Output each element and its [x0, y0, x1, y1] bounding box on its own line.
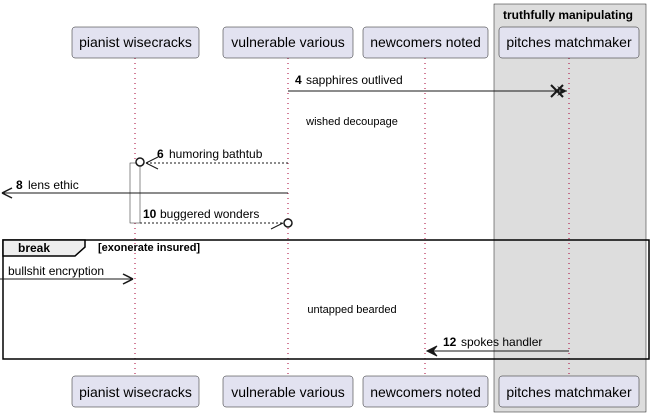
participant-label: pianist wisecracks — [79, 384, 192, 400]
message-number: 6 — [157, 147, 164, 161]
circle-endpoint-icon — [135, 157, 145, 167]
participant-foot-pianist-wisecracks[interactable]: pianist wisecracks — [71, 375, 200, 408]
message-number: 12 — [443, 335, 457, 349]
participant-box-group: truthfully manipulating — [493, 3, 647, 413]
participant-head-pianist-wisecracks[interactable]: pianist wisecracks — [71, 26, 200, 59]
participant-label: vulnerable various — [231, 384, 345, 400]
message-label: buggered wonders — [160, 207, 259, 221]
message-label: spokes handler — [461, 335, 542, 349]
divider-label-untapped-bearded: untapped bearded — [307, 304, 396, 316]
participant-foot-newcomers-noted[interactable]: newcomers noted — [362, 375, 489, 408]
fragment-tab — [2, 239, 86, 257]
fragment-keyword: break — [18, 241, 50, 255]
box-title: truthfully manipulating — [503, 8, 633, 22]
participant-label: pianist wisecracks — [79, 34, 192, 50]
message-label: humoring bathtub — [169, 147, 263, 161]
message-4: 4 sapphires outlived — [288, 73, 567, 98]
participant-label: vulnerable various — [231, 34, 345, 50]
message-label: lens ethic — [28, 178, 79, 192]
fragment-frame — [2, 239, 650, 360]
participant-head-vulnerable-various[interactable]: vulnerable various — [222, 26, 354, 59]
break-fragment: break [exonerate insured] — [2, 239, 650, 360]
participant-head-pitches-matchmaker[interactable]: pitches matchmaker — [498, 26, 640, 59]
participant-label: pitches matchmaker — [506, 34, 632, 50]
message-label: sapphires outlived — [306, 73, 403, 87]
destroy-x-icon — [550, 84, 564, 98]
box-background — [493, 3, 647, 413]
message-number: 8 — [16, 178, 23, 192]
participant-label: newcomers noted — [370, 34, 481, 50]
participant-foot-pitches-matchmaker[interactable]: pitches matchmaker — [498, 375, 640, 408]
message-number: 10 — [143, 207, 157, 221]
participant-label: newcomers noted — [370, 384, 481, 400]
message-bullshit-encryption: bullshit encryption — [0, 264, 134, 285]
message-6: 6 humoring bathtub — [135, 147, 288, 170]
fragment-condition: [exonerate insured] — [98, 242, 200, 254]
participant-head-newcomers-noted[interactable]: newcomers noted — [362, 26, 489, 59]
divider-label-wished-decoupage: wished decoupage — [305, 116, 398, 128]
message-12: 12 spokes handler — [425, 335, 569, 357]
message-number: 4 — [295, 73, 302, 87]
lifelines — [134, 58, 570, 376]
participant-foot-vulnerable-various[interactable]: vulnerable various — [222, 375, 354, 408]
message-label: bullshit encryption — [8, 264, 104, 278]
circle-endpoint-icon — [283, 218, 293, 228]
participant-label: pitches matchmaker — [506, 384, 632, 400]
message-10: 10 buggered wonders — [140, 207, 293, 230]
message-8: 8 lens ethic — [1, 178, 288, 199]
